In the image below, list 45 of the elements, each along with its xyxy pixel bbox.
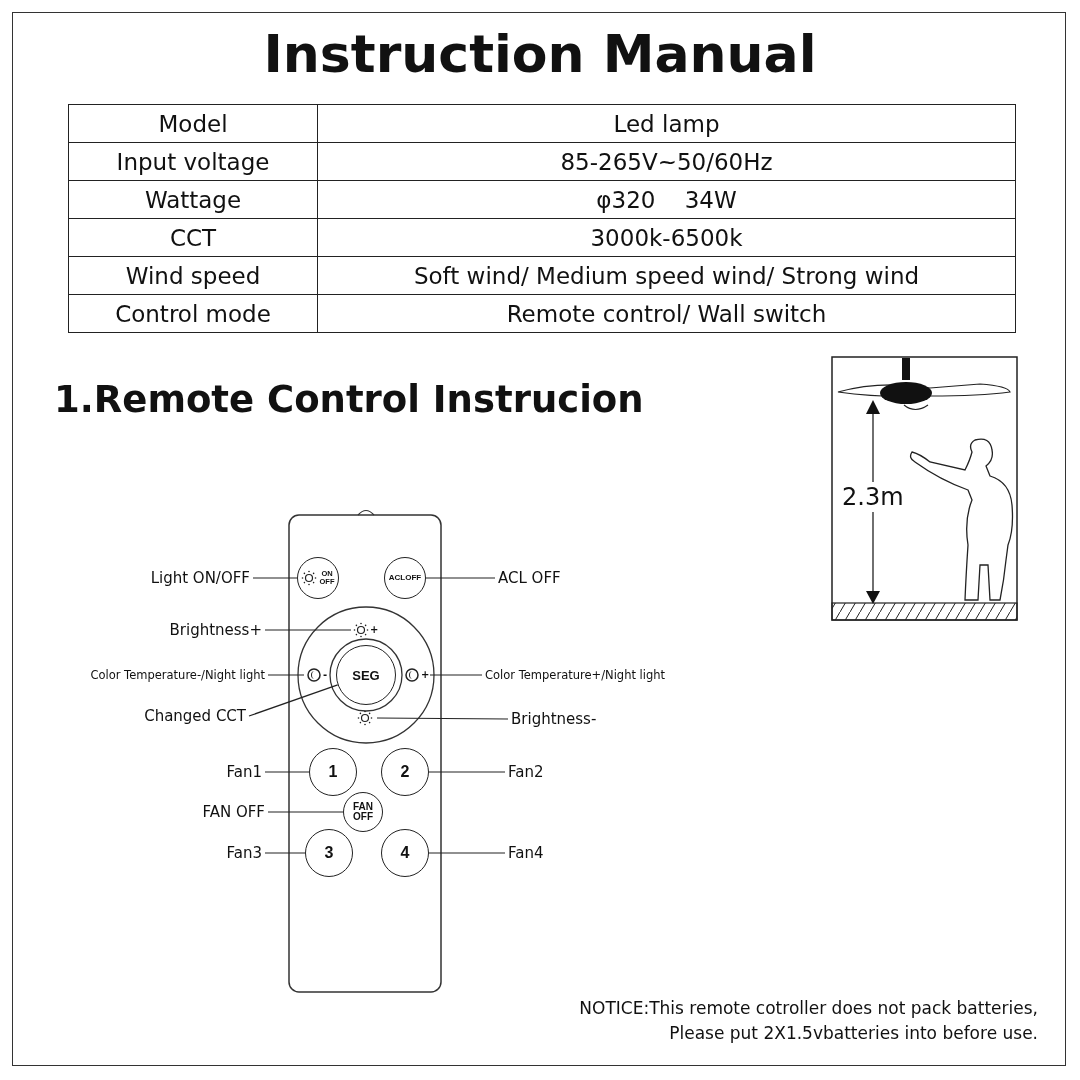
callout-label: Fan1	[226, 762, 262, 782]
callout-label: Fan4	[508, 843, 544, 863]
leader-line	[428, 852, 506, 854]
callout-label: Brightness-	[511, 709, 597, 729]
leader-line	[264, 771, 310, 773]
leader-line	[428, 771, 506, 773]
callout-label: FAN OFF	[202, 802, 265, 822]
remote-key	[353, 622, 379, 638]
table-cell: Led lamp	[317, 104, 1016, 143]
leader-line	[264, 629, 352, 631]
callout-label: Brightness+	[169, 620, 262, 640]
key-sign: +	[421, 670, 430, 680]
table-cell: Control mode	[68, 294, 318, 333]
table-cell: Model	[68, 104, 318, 143]
callout-label: Color Temperature+/Night light	[485, 665, 666, 685]
title: Instruction Manual	[262, 23, 818, 86]
leader-line	[267, 811, 344, 813]
table-cell: Input voltage	[68, 142, 318, 181]
table-cell: φ320 34W	[317, 180, 1016, 219]
remote-key	[306, 667, 328, 683]
remote-key	[404, 667, 430, 683]
key-sign: -	[323, 670, 328, 680]
table-cell: Wattage	[68, 180, 318, 219]
table-cell: Soft wind/ Medium speed wind/ Strong wind	[317, 256, 1016, 295]
notice-text: NOTICE:This remote cotroller does not pack batteries, Please put 2X1.5vbatteries into before use.	[578, 997, 1038, 1045]
key-sign: +	[370, 625, 379, 635]
leader-line	[267, 674, 305, 676]
callout-label: ACL OFF	[498, 568, 561, 588]
leader-line	[264, 852, 306, 854]
leader-line	[376, 717, 509, 720]
leader-line	[429, 674, 483, 676]
leader-line	[252, 577, 298, 579]
table-cell: 3000k-6500k	[317, 218, 1016, 257]
callout-label: Fan3	[226, 843, 262, 863]
callout-label: Changed CCT	[144, 706, 246, 726]
leader-line	[425, 577, 496, 579]
table-cell: Remote control/ Wall switch	[317, 294, 1016, 333]
table-cell: Wind speed	[68, 256, 318, 295]
section-heading: 1.Remote Control Instrucion	[54, 378, 644, 421]
table-cell: CCT	[68, 218, 318, 257]
leader-line	[248, 684, 339, 717]
table-cell: 85-265V~50/60Hz	[317, 142, 1016, 181]
callout-label: Color Temperature-/Night light	[90, 665, 265, 685]
callout-label: Light ON/OFF	[150, 568, 250, 588]
callout-label: Fan2	[508, 762, 544, 782]
